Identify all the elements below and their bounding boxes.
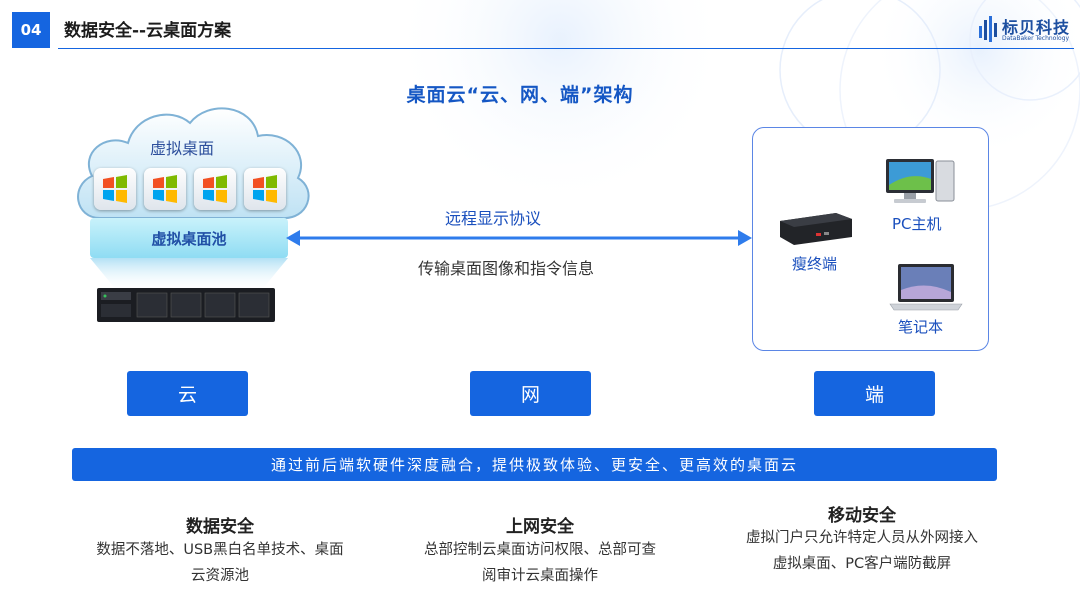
feature-desc-line: 总部控制云桌面访问权限、总部可查 — [424, 542, 656, 558]
transfer-label: 传输桌面图像和指令信息 — [418, 259, 595, 278]
laptop-label: 笔记本 — [898, 318, 944, 336]
windows-icon-row — [94, 168, 286, 210]
virtual-desktop-pool: 虚拟桌面池 — [90, 218, 288, 258]
feature-desc-line: 数据不落地、USB黑白名单技术、桌面 — [96, 542, 344, 558]
header-divider — [58, 48, 1074, 49]
feature-desc-mobile-security: 虚拟门户只允许特定人员从外网接入 虚拟桌面、PC客户端防截屏 — [712, 525, 1012, 577]
bidirectional-arrow-icon — [286, 230, 752, 246]
tier-cloud-box: 云 — [127, 371, 248, 416]
feature-title-mobile-security: 移动安全 — [828, 506, 896, 526]
thin-client-label: 瘦终端 — [792, 255, 838, 273]
summary-banner: 通过前后端软硬件深度融合，提供极致体验、更安全、更高效的桌面云 — [72, 448, 997, 481]
section-number-badge: 04 — [12, 12, 50, 48]
windows-icon — [144, 168, 186, 210]
feature-desc-web-security: 总部控制云桌面访问权限、总部可查 阅审计云桌面操作 — [390, 537, 690, 589]
feature-desc-data-security: 数据不落地、USB黑白名单技术、桌面 云资源池 — [70, 537, 370, 589]
company-logo: 标贝科技 DataBaker Technology — [978, 14, 1074, 44]
laptop-icon — [889, 264, 963, 311]
diagram-title: 桌面云“云、网、端”架构 — [406, 84, 634, 106]
virtual-desktop-label: 虚拟桌面 — [150, 139, 215, 158]
pc-host-label: PC主机 — [892, 215, 942, 233]
feature-desc-line: 云资源池 — [191, 568, 249, 584]
windows-icon — [94, 168, 136, 210]
feature-desc-line: 阅审计云桌面操作 — [482, 568, 598, 584]
tier-network-box: 网 — [470, 371, 591, 416]
feature-desc-line: 虚拟门户只允许特定人员从外网接入 — [746, 530, 978, 546]
server-rack-icon — [97, 288, 275, 322]
tier-endpoint-box: 端 — [814, 371, 935, 416]
logo-text: 标贝科技 — [1002, 18, 1071, 37]
page-title: 数据安全--云桌面方案 — [64, 21, 232, 41]
windows-icon — [244, 168, 286, 210]
feature-title-data-security: 数据安全 — [186, 517, 254, 537]
logo-subtext: DataBaker Technology — [1002, 35, 1070, 42]
logo-mark-icon — [979, 16, 997, 42]
feature-title-web-security: 上网安全 — [506, 517, 574, 537]
desktop-pc-icon — [886, 159, 955, 203]
windows-icon — [194, 168, 236, 210]
pool-funnel-shape — [90, 258, 288, 292]
feature-desc-line: 虚拟桌面、PC客户端防截屏 — [772, 556, 952, 572]
protocol-label: 远程显示协议 — [445, 209, 542, 228]
thin-client-icon — [780, 213, 852, 245]
